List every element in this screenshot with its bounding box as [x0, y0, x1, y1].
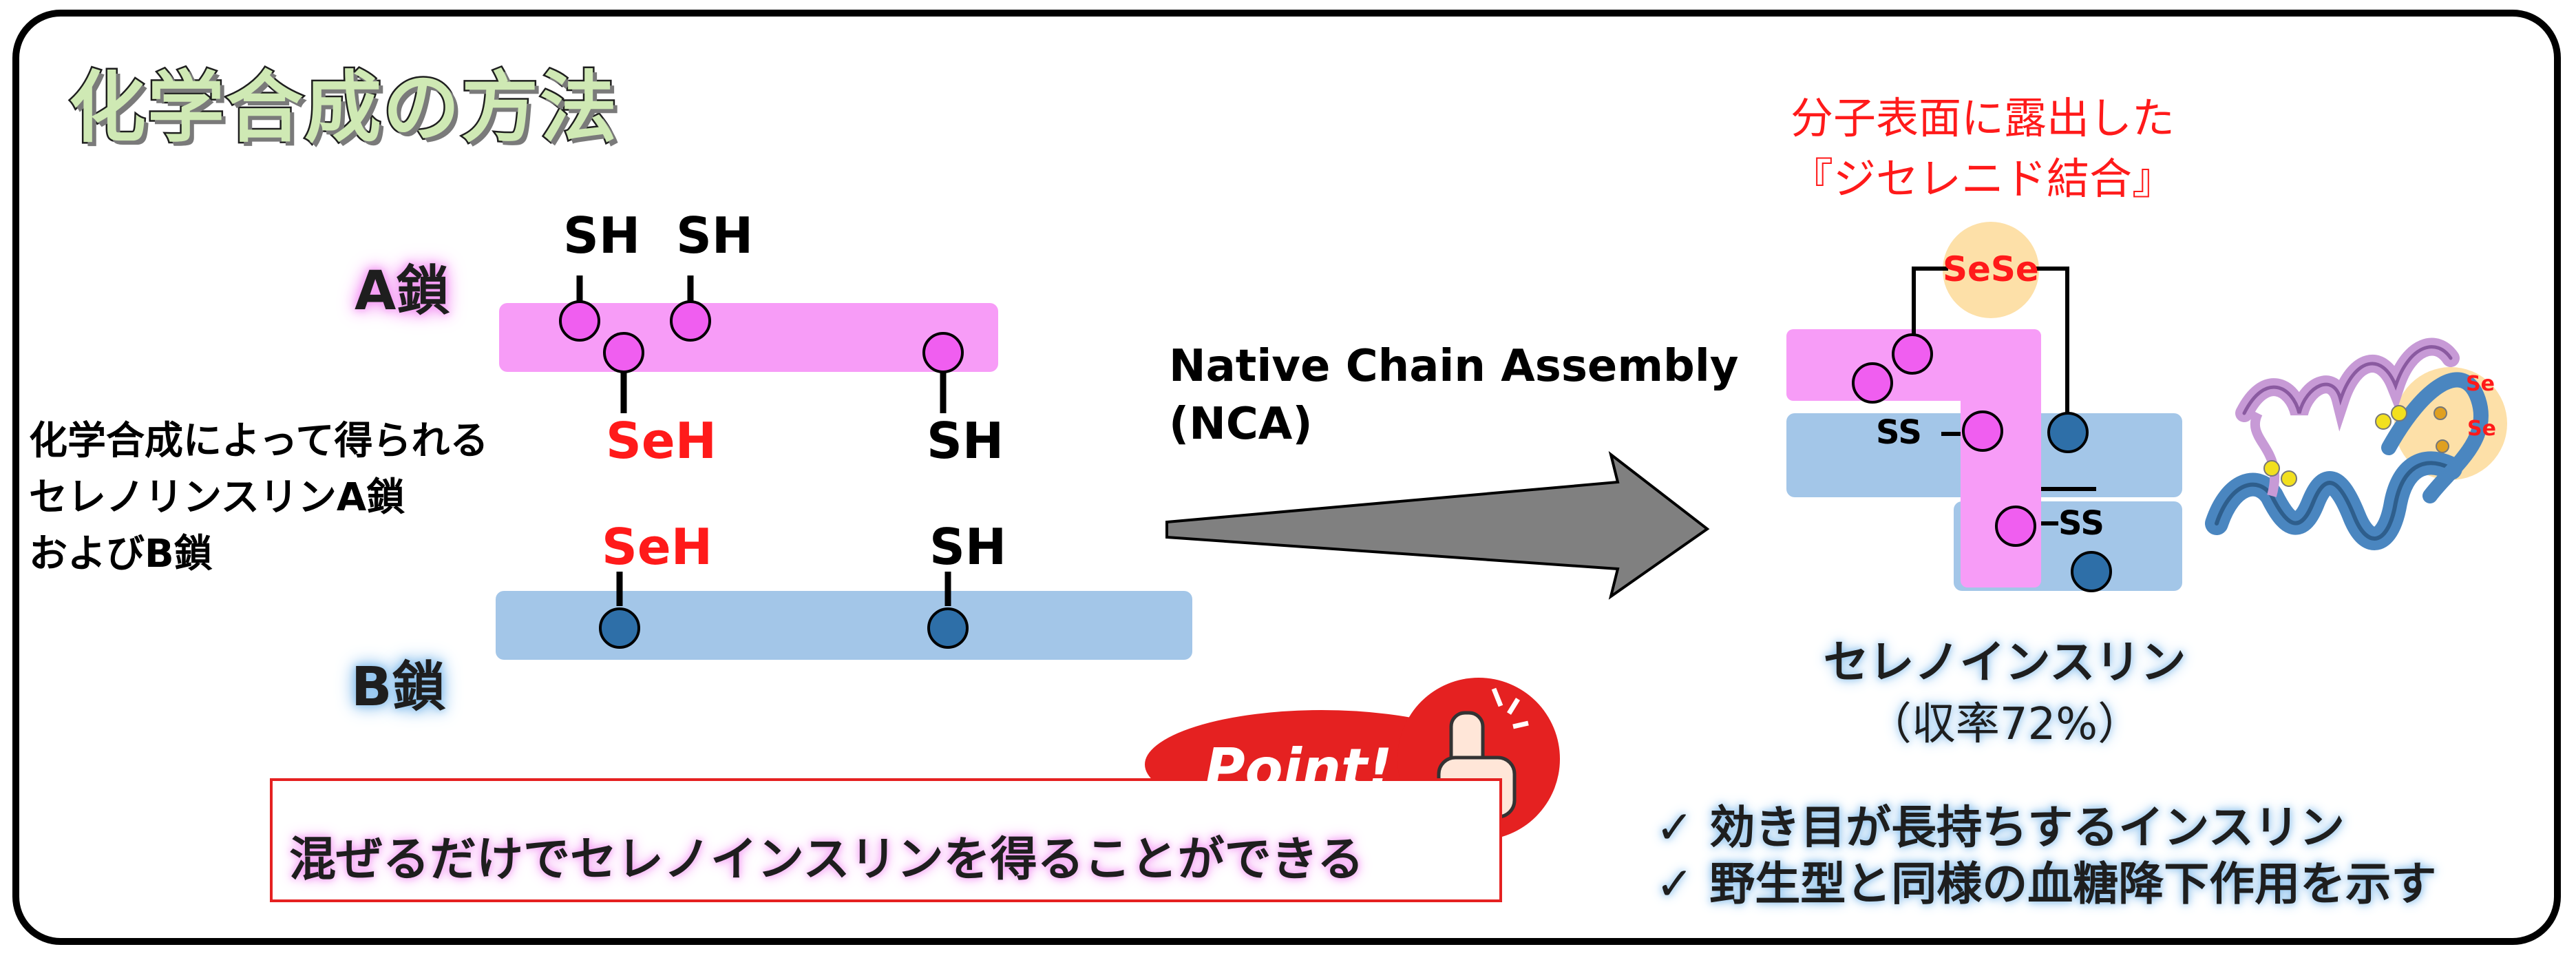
chain-b-bar [496, 591, 1192, 660]
chain-description: 化学合成によって得られる セレノリンスリンA鎖 およびB鎖 [29, 413, 489, 583]
point-box [270, 778, 1502, 902]
product-a-chain-v [1961, 329, 2041, 587]
description-line-2: セレノリンスリンA鎖 [29, 475, 405, 520]
reaction-arrow [1165, 450, 1710, 600]
chain-b-node-1 [599, 607, 640, 649]
point-badge: Point! [1205, 737, 1393, 801]
product-a-node-1 [1892, 333, 1933, 375]
description-line-1: 化学合成によって得られる [29, 419, 489, 464]
ss-label-2: SS [2058, 504, 2104, 543]
exposed-bond-note: 分子表面に露出した 『ジセレニド結合』 [1769, 88, 2196, 209]
chain-a-node-3 [603, 332, 644, 373]
description-line-3: およびB鎖 [29, 532, 213, 576]
se-label-1: Se [2466, 372, 2495, 396]
ss-label-1: SS [1876, 413, 1922, 452]
sese-bracket [1912, 267, 1948, 348]
page-title: 化学合成の方法 [67, 62, 619, 155]
exposed-note-line-1: 分子表面に露出した [1790, 93, 2175, 143]
reaction-line-1: Native Chain Assembly [1169, 341, 1739, 392]
product-b-node-1 [2047, 412, 2089, 453]
reaction-label: Native Chain Assembly (NCA) [1169, 337, 1738, 453]
chain-a-node-1 [559, 300, 600, 342]
product-a-node-3 [1962, 410, 2003, 452]
reaction-line-2: (NCA) [1169, 399, 1313, 450]
chain-b-group-1: SeH [602, 518, 712, 576]
chain-a-group-bottom-1: SeH [606, 412, 717, 470]
sese-highlight [1943, 222, 2039, 318]
merit-1: ✓ 効き目が長持ちするインスリン [1656, 801, 2345, 854]
chain-a-group-bottom-2: SH [927, 412, 1004, 470]
point-text: 混ぜるだけでセレノインスリンを得ることができる [289, 833, 1364, 887]
chain-a-node-2 [670, 300, 711, 342]
chain-a-node-4 [922, 332, 964, 373]
chain-b-label: B鎖 [351, 656, 446, 718]
chain-a-label: A鎖 [355, 260, 450, 322]
se-label-2: Se [2467, 417, 2496, 441]
chain-b-node-2 [927, 607, 969, 649]
protein-ribbon-illustration [2205, 337, 2507, 550]
product-yield: （収率72%） [1867, 699, 2142, 750]
chain-b-group-2: SH [929, 518, 1007, 576]
product-a-node-4 [1995, 506, 2036, 547]
merit-2: ✓ 野生型と同様の血糖降下作用を示す [1656, 857, 2437, 910]
exposed-note-line-2: 『ジセレニド結合』 [1790, 154, 2175, 204]
chain-a-group-top-2: SH [676, 207, 754, 264]
sese-bracket-right [2034, 267, 2069, 427]
chain-a-group-top-1: SH [563, 207, 641, 264]
sese-label: SeSe [1943, 249, 2039, 289]
product-a-node-2 [1852, 362, 1893, 404]
product-b-node-2 [2071, 551, 2112, 592]
product-name: セレノインスリン [1823, 636, 2186, 689]
